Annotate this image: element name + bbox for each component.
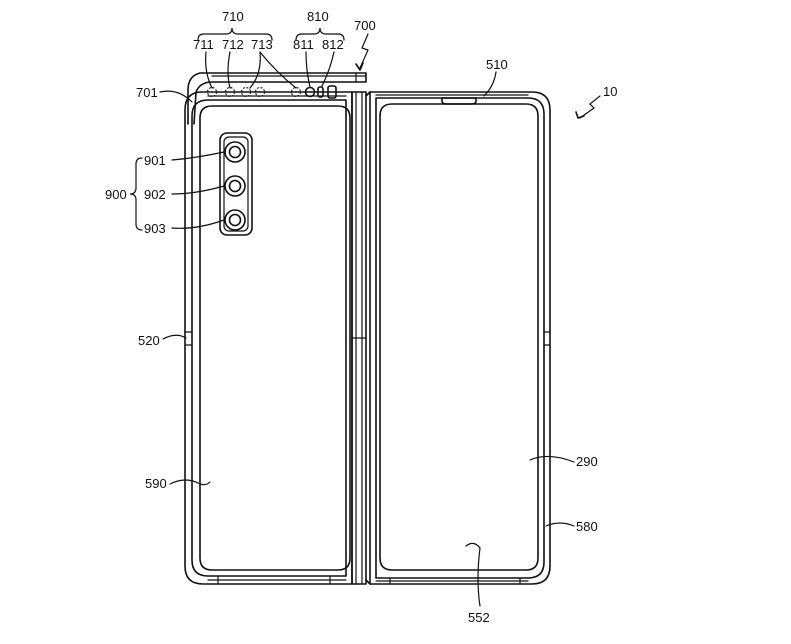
camera-module-810 — [290, 85, 337, 99]
camera-902 — [224, 175, 246, 197]
rear-camera-module-900 — [219, 132, 253, 236]
label-700: 700 — [354, 18, 376, 33]
label-510: 510 — [486, 57, 508, 72]
label-701: 701 — [136, 85, 158, 100]
reference-labels: 710 711 712 713 810 811 812 700 701 510 … — [105, 9, 617, 625]
sensor-extra — [254, 86, 266, 98]
label-580: 580 — [576, 519, 598, 534]
camera-903 — [224, 209, 246, 231]
label-290: 290 — [576, 454, 598, 469]
label-903: 903 — [144, 221, 166, 236]
label-520: 520 — [138, 333, 160, 348]
label-713: 713 — [251, 37, 273, 52]
label-10: 10 — [603, 84, 617, 99]
label-900: 900 — [105, 187, 127, 202]
sensor-module-710 — [206, 86, 266, 98]
leader-lines — [129, 27, 601, 607]
left-housing — [184, 91, 353, 585]
hinge — [351, 91, 371, 585]
label-712: 712 — [222, 37, 244, 52]
label-552: 552 — [468, 610, 490, 625]
sensor-713 — [240, 86, 252, 98]
display-290 — [379, 103, 539, 571]
sensor-711 — [206, 86, 218, 98]
right-housing-580 — [369, 91, 551, 585]
label-811: 811 — [293, 37, 314, 52]
label-901: 901 — [144, 153, 166, 168]
rear-panel-590 — [199, 105, 351, 571]
label-810: 810 — [307, 9, 329, 24]
flash-812 — [317, 86, 324, 98]
sensor-block — [327, 85, 337, 99]
top-cover-700 — [187, 72, 367, 125]
sensor-dashed — [290, 86, 302, 98]
label-710: 710 — [222, 9, 244, 24]
label-711: 711 — [193, 37, 214, 52]
label-812: 812 — [322, 37, 344, 52]
label-902: 902 — [144, 187, 166, 202]
receiver-510 — [441, 97, 477, 105]
sensor-712 — [224, 86, 236, 98]
camera-901 — [224, 141, 246, 163]
label-590: 590 — [145, 476, 167, 491]
